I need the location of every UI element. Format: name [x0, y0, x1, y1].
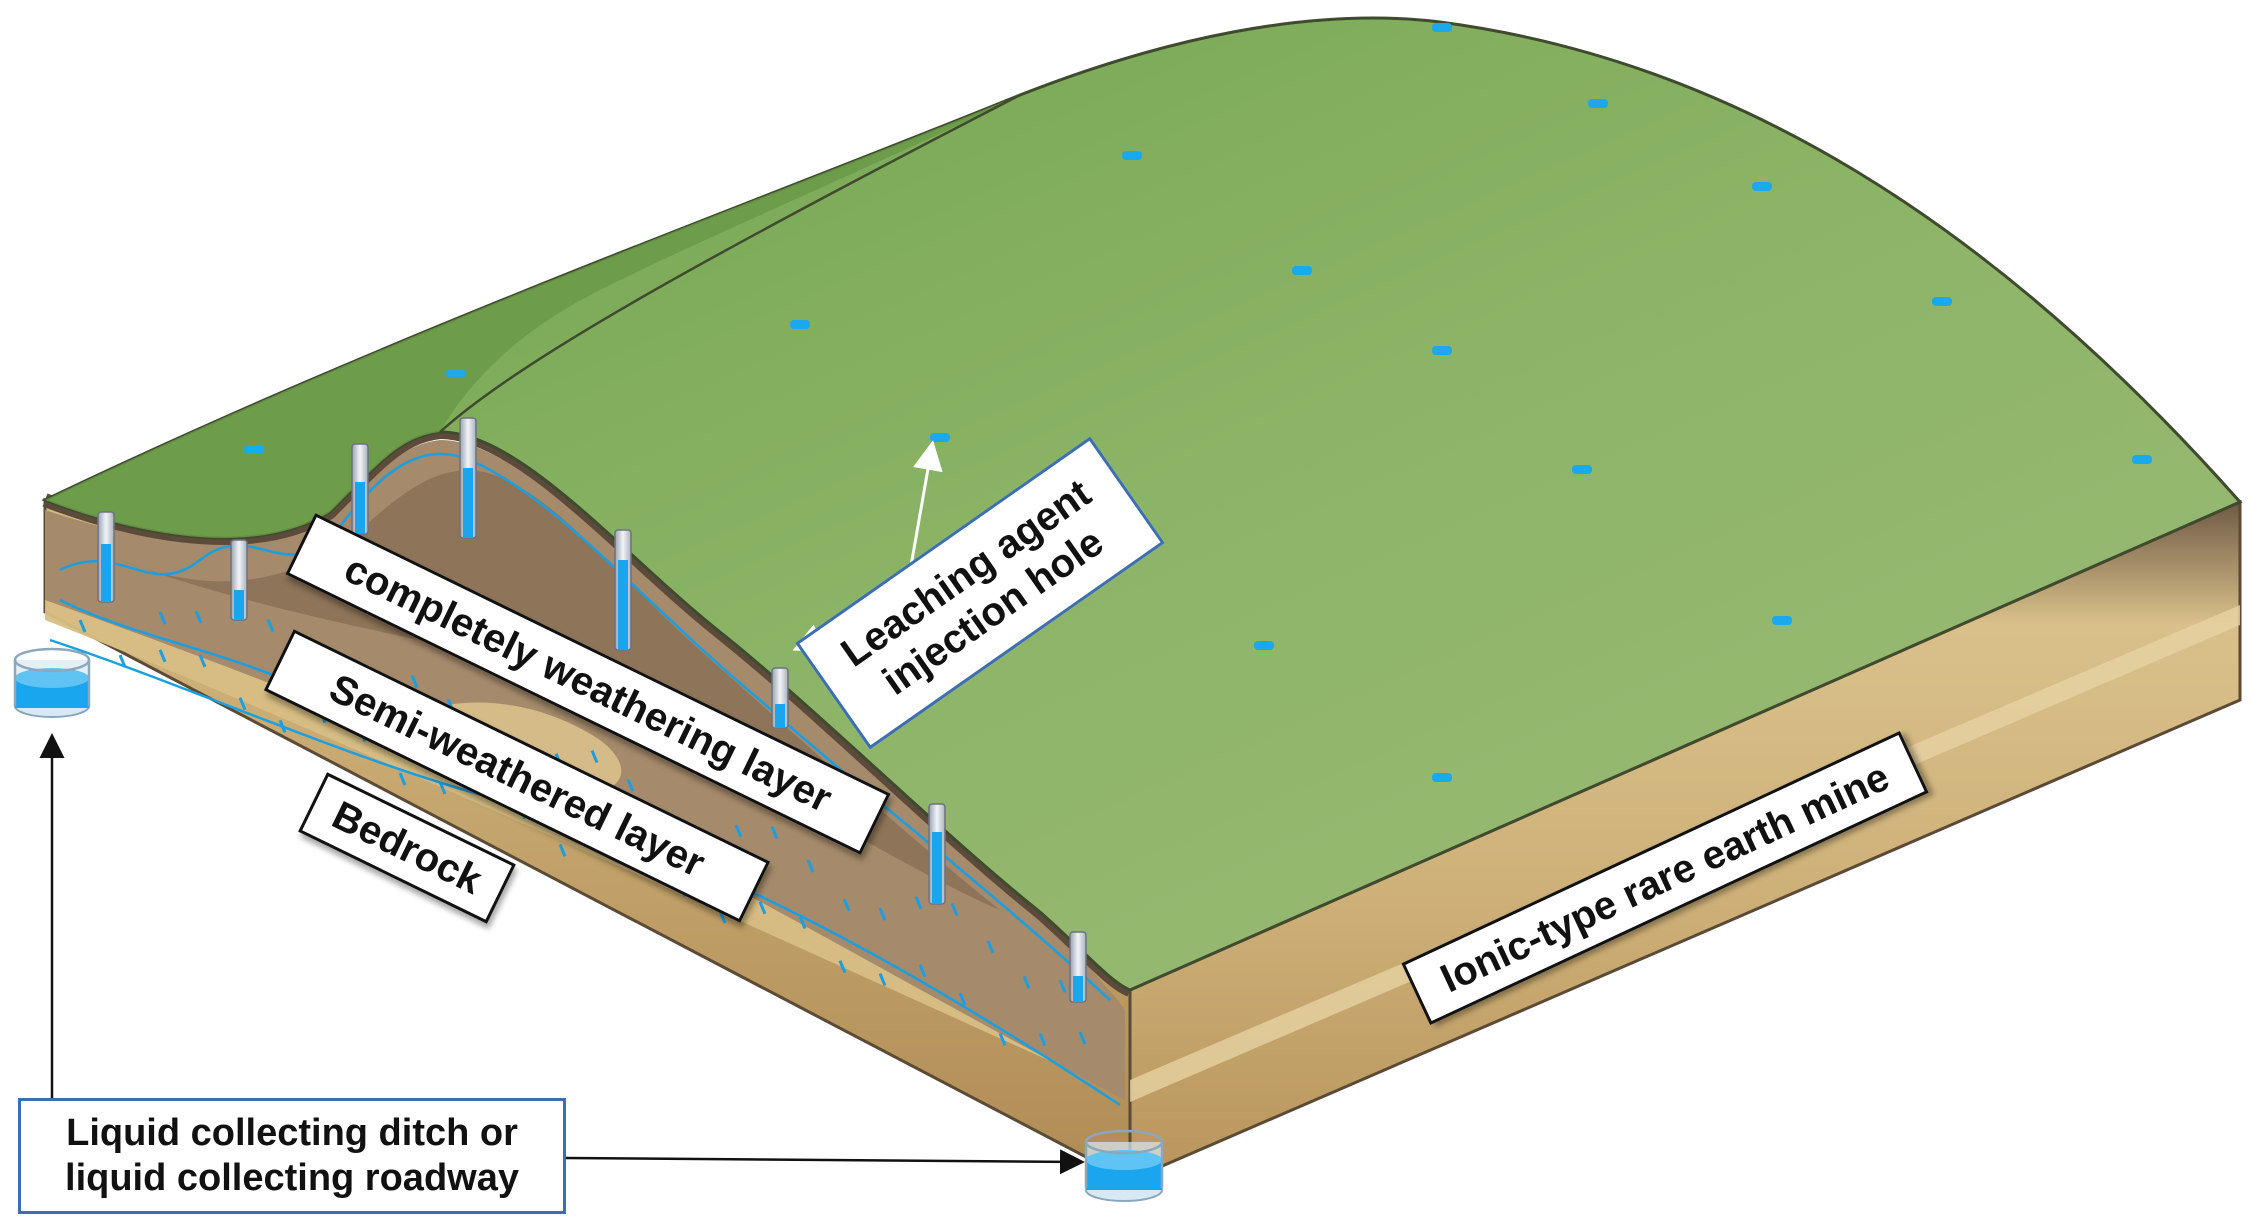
injection-tubes [97, 417, 1087, 1003]
seepage-dash [398, 772, 407, 786]
seepage-dash [158, 611, 167, 625]
injection-hole-marker [1772, 616, 1792, 625]
seepage-dash [950, 902, 959, 917]
seepage-dash [410, 674, 419, 689]
injection-hole-marker [1254, 641, 1274, 650]
seepage-dash [770, 825, 779, 840]
injection-hole-marker [446, 369, 466, 378]
injection-tube [459, 417, 477, 539]
injection-tube [97, 511, 115, 603]
label-collecting-ditch: Liquid collecting ditch or liquid collec… [18, 1098, 566, 1214]
seepage-dash [438, 781, 447, 795]
seepage-dash [78, 619, 87, 633]
injection-hole-marker [244, 445, 264, 454]
seepage-dash [918, 964, 927, 978]
seepage-dash [198, 654, 207, 668]
injection-hole-marker [1432, 773, 1452, 782]
seepage-dash [986, 940, 995, 954]
ditch-arrow-right [564, 1149, 1085, 1175]
injection-hole-marker [1432, 346, 1452, 355]
injection-tube [928, 803, 946, 905]
injection-hole-marker [2132, 455, 2152, 464]
seepage-dash [278, 719, 287, 733]
seepage-dash [1058, 979, 1067, 993]
injection-hole-marker [1432, 23, 1452, 32]
injection-hole-marker [1932, 297, 1952, 306]
injection-tube [1069, 931, 1087, 1003]
ridge-line [439, 93, 1021, 433]
seepage-dash [958, 992, 967, 1006]
seepage-dash [238, 697, 247, 711]
injection-hole-marker [1572, 465, 1592, 474]
green-surface [41, 16, 2243, 992]
seepage-dash [558, 843, 567, 857]
injection-tube [230, 539, 248, 621]
seepage-dash [1022, 975, 1031, 989]
seepage-dash [734, 824, 743, 838]
collecting-bucket-right [1084, 1129, 1164, 1202]
seepage-dash [806, 859, 815, 873]
collecting-bucket-left [13, 647, 91, 718]
seepage-dash [158, 649, 167, 663]
seepage-dash [118, 654, 127, 668]
seepage-dash [194, 610, 203, 624]
seepage-dash [878, 907, 887, 921]
injection-holes [244, 23, 2152, 782]
seepage-dash [878, 972, 887, 987]
seepage-dash [798, 915, 807, 930]
injection-tube [771, 667, 789, 729]
seepage-dash [590, 749, 599, 764]
seepage-dash [1038, 1032, 1047, 1047]
injection-hole-marker [790, 320, 810, 329]
seepage-dash [1078, 1031, 1087, 1045]
injection-tube [614, 529, 632, 651]
seepage-dash [838, 960, 847, 974]
seepage-dash [998, 1032, 1007, 1046]
seepage-dash [266, 619, 275, 633]
injection-hole-marker [930, 433, 950, 442]
injection-tube [351, 443, 369, 535]
injection-hole-marker [1122, 151, 1142, 160]
ridge-strip [45, 95, 1020, 538]
seepage-dash [914, 896, 923, 910]
injection-hole-marker [1752, 182, 1772, 191]
seepage-dash [626, 778, 635, 793]
seepage-dash [758, 901, 767, 915]
injection-hole-marker [1588, 99, 1608, 108]
injection-hole-marker [1292, 266, 1312, 275]
seepage-dash [842, 898, 851, 912]
